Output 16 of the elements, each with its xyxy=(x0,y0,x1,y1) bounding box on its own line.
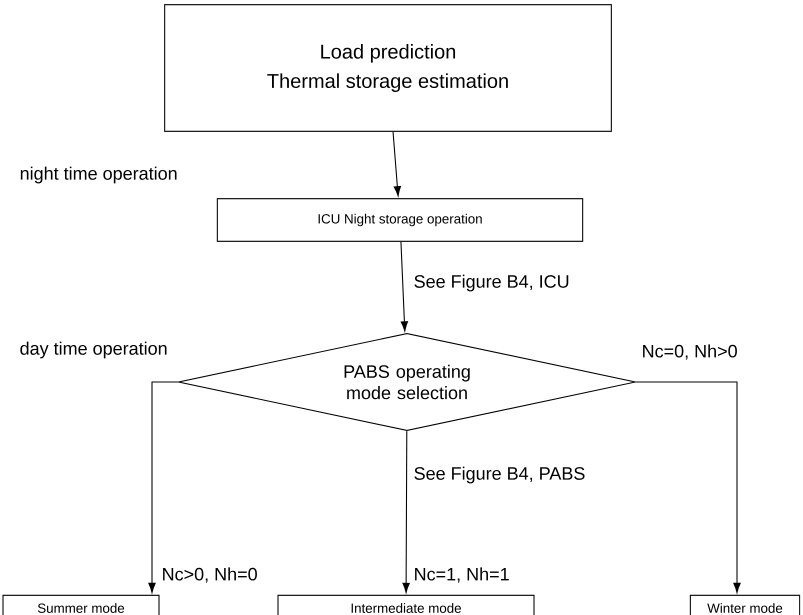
edge-label: Nc=1, Nh=1 xyxy=(415,567,509,583)
edge-label: See Figure B4, ICU xyxy=(414,274,568,292)
note-text: See Figure B4, PABS xyxy=(414,466,585,484)
note-text: night time operation xyxy=(20,166,176,184)
edge-label: Nc>0, Nh=0 xyxy=(163,567,257,583)
arrow xyxy=(636,381,741,593)
arrow xyxy=(402,431,410,593)
arrow xyxy=(392,132,402,196)
edge-label: Nc=0, Nh>0 xyxy=(643,344,737,360)
process-box: ICU Night storage operation xyxy=(216,198,584,242)
process-box: Winter mode xyxy=(690,594,800,615)
process-box: Summer mode xyxy=(2,594,160,615)
process-box: Intermediate mode xyxy=(277,594,535,615)
arrow xyxy=(148,381,178,593)
arrow xyxy=(400,242,408,332)
process-box: Load prediction Thermal storage estimation xyxy=(164,4,612,132)
